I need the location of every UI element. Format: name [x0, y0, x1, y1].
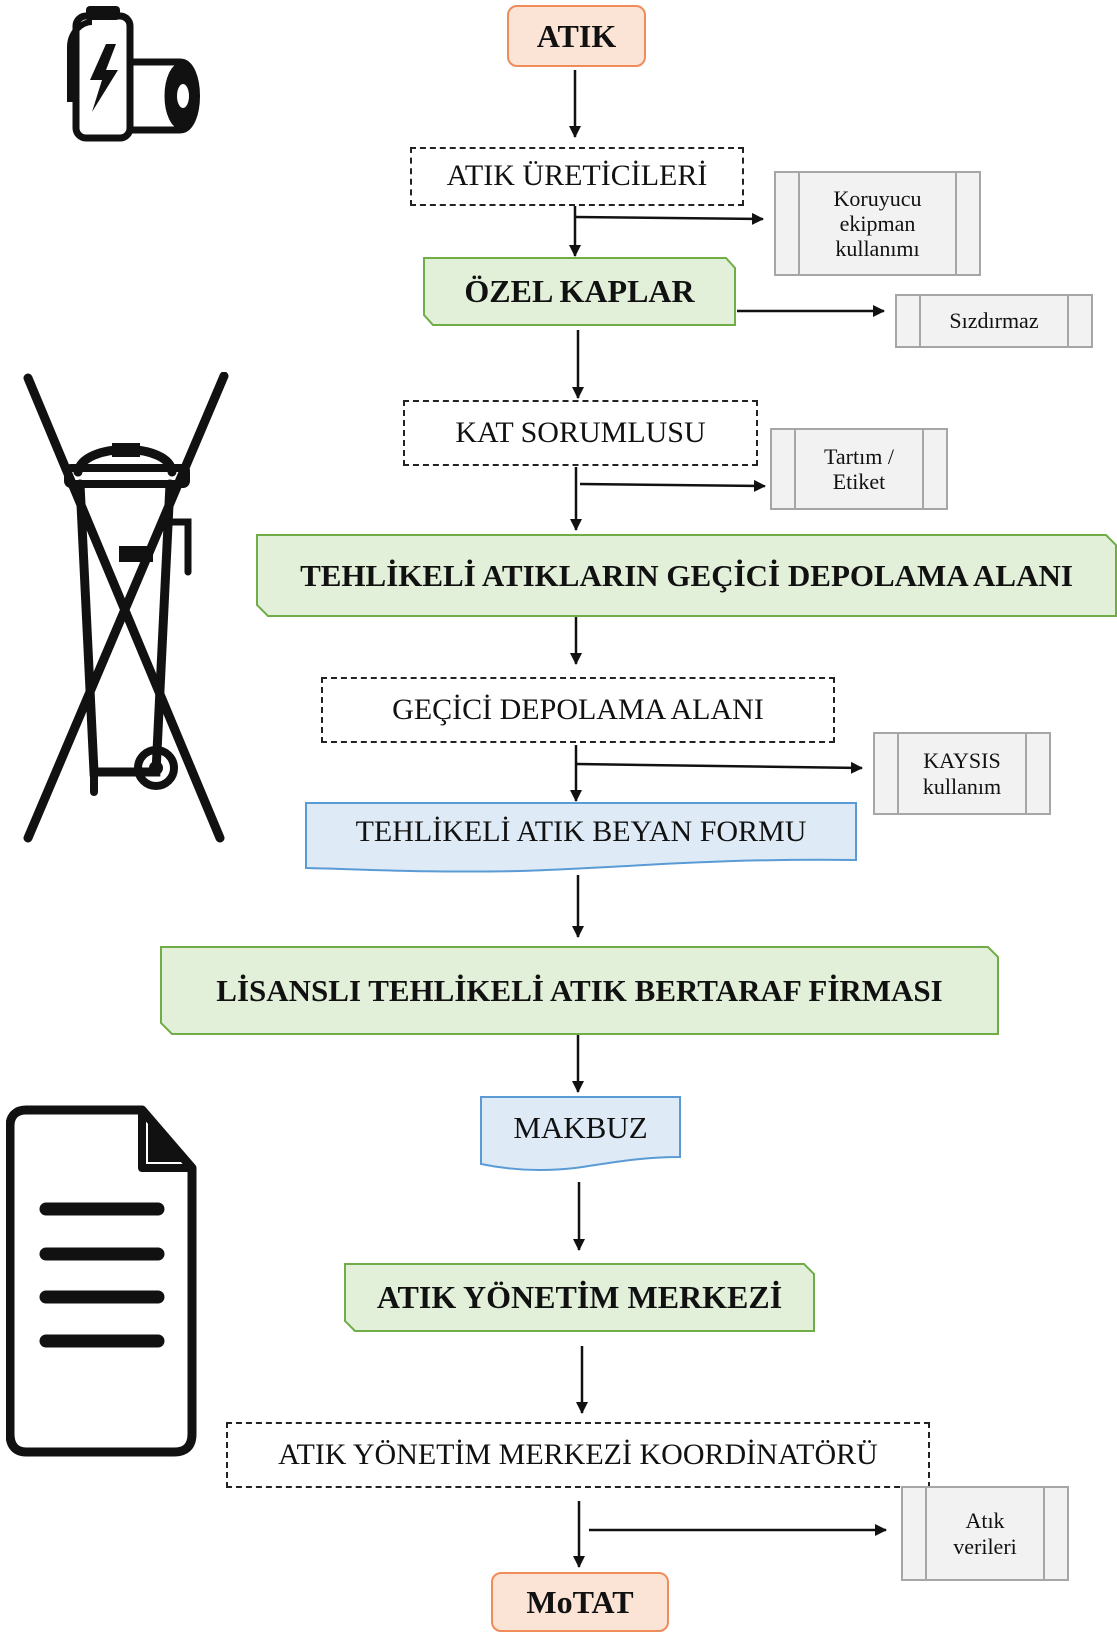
node-kat-sorumlusu: KAT SORUMLUSU: [403, 400, 758, 466]
shape-yonetim-merkezi: [344, 1263, 815, 1332]
side-kaysis: KAYSIS kullanım: [873, 732, 1051, 815]
node-atik-label: ATIK: [536, 17, 617, 54]
node-ozel-kaplar: ÖZEL KAPLAR: [424, 258, 735, 325]
side-atik-verileri: Atık verileri: [901, 1486, 1069, 1581]
arrow-gecici-to-kaysis: [576, 761, 863, 774]
side-kaysis-line-1: KAYSIS: [923, 748, 1001, 774]
node-motat: MoTAT: [491, 1572, 669, 1632]
node-makbuz-label: MAKBUZ: [513, 1110, 648, 1146]
shape-lisansli-firma: [160, 946, 999, 1035]
node-yonetim-merkezi-label: ATIK YÖNETİM MERKEZİ: [376, 1279, 783, 1316]
side-tartim-line-2: Etiket: [832, 469, 886, 494]
crossed-out-bin-icon: [23, 372, 229, 843]
node-gecici-depolama: GEÇİCİ DEPOLAMA ALANI: [321, 677, 835, 743]
shape-ozel-kaplar: [423, 257, 736, 326]
side-kaysis-line-2: kullanım: [922, 773, 1002, 799]
side-sizdirmaz: Sızdırmaz: [895, 294, 1093, 348]
side-tartim-line-1: Tartım /: [824, 443, 894, 469]
battery-icon: [67, 6, 200, 142]
node-ozel-kaplar-label: ÖZEL KAPLAR: [464, 273, 695, 310]
node-motat-label: MoTAT: [526, 1583, 634, 1620]
node-gecici-depolama-label: GEÇİCİ DEPOLAMA ALANI: [392, 692, 764, 726]
node-makbuz: MAKBUZ: [481, 1097, 680, 1159]
node-lisansli-firma-label: LİSANSLI TEHLİKELİ ATIK BERTARAF FİRMASI: [216, 972, 943, 1008]
node-atik-ureticileri: ATIK ÜRETİCİLERİ: [410, 147, 744, 206]
node-atik: ATIK: [507, 5, 646, 67]
side-koruyucu-line-3: kullanımı: [835, 236, 920, 262]
shape-tehlikeli-depolama: [256, 534, 1117, 617]
node-atik-ureticileri-label: ATIK ÜRETİCİLERİ: [446, 159, 708, 193]
node-kat-sorumlusu-label: KAT SORUMLUSU: [455, 415, 706, 449]
node-koordinator: ATIK YÖNETİM MERKEZİ KOORDİNATÖRÜ: [226, 1422, 930, 1488]
node-lisansli-firma: LİSANSLI TEHLİKELİ ATIK BERTARAF FİRMASI: [161, 947, 998, 1034]
side-koruyucu-ekipman: Koruyucu ekipman kullanımı: [774, 171, 981, 276]
side-sizdirmaz-label: Sızdırmaz: [949, 308, 1039, 334]
arrow-ureticiler-to-koruyucu: [574, 212, 764, 225]
node-yonetim-merkezi: ATIK YÖNETİM MERKEZİ: [345, 1264, 814, 1331]
node-tehlikeli-depolama-label: TEHLİKELİ ATIKLARIN GEÇİCİ DEPOLAMA ALAN…: [300, 557, 1073, 593]
shape-beyan-formu: [305, 802, 857, 873]
side-atik-verileri-line-1: Atık: [965, 1508, 1005, 1534]
side-koruyucu-line-1: Koruyucu: [833, 185, 922, 211]
side-atik-verileri-line-2: verileri: [953, 1533, 1017, 1559]
node-beyan-formu: TEHLİKELİ ATIK BEYAN FORMU: [306, 803, 856, 861]
node-tehlikeli-depolama: TEHLİKELİ ATIKLARIN GEÇİCİ DEPOLAMA ALAN…: [257, 535, 1116, 616]
arrow-kat-to-tartim: [579, 479, 766, 492]
document-icon: [6, 1105, 197, 1457]
node-beyan-formu-label: TEHLİKELİ ATIK BEYAN FORMU: [355, 814, 807, 848]
side-koruyucu-line-2: ekipman: [839, 210, 916, 236]
side-tartim-etiket: Tartım / Etiket: [770, 428, 948, 510]
node-koordinator-label: ATIK YÖNETİM MERKEZİ KOORDİNATÖRÜ: [278, 1437, 878, 1471]
shape-makbuz: [480, 1096, 681, 1172]
